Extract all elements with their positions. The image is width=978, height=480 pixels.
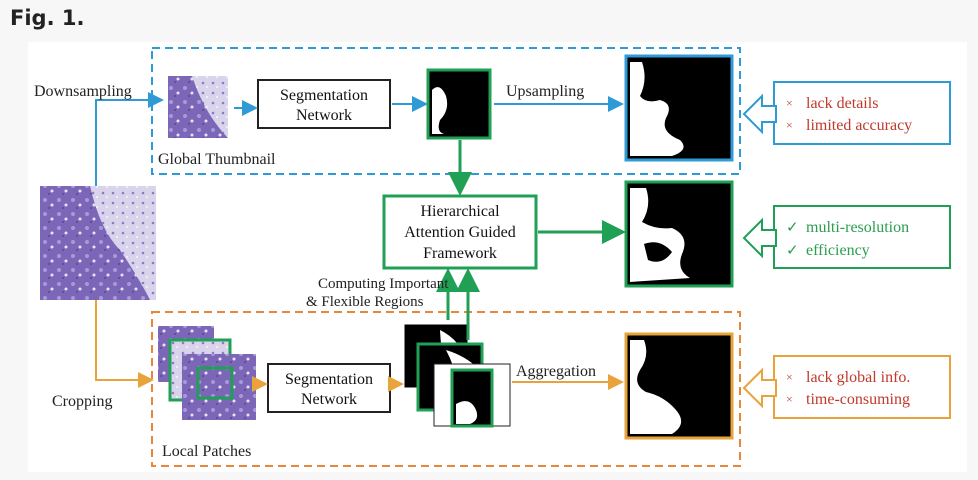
low-resolution-mask [426, 68, 492, 140]
note-bottom-text-2: time-consuming [806, 391, 910, 408]
note-middle-mark-1: ✓ [786, 220, 799, 236]
global-thumbnail-label: Global Thumbnail [158, 151, 276, 168]
hag-line1: Hierarchical [420, 203, 500, 220]
seg-bottom-line1: Segmentation [285, 371, 373, 388]
figure-label: Fig. 1. [10, 6, 85, 30]
region-masks-stack [403, 323, 511, 428]
segmentation-network-top-box [257, 79, 391, 129]
seg-top-line2: Network [296, 107, 352, 124]
seg-bottom-line2: Network [301, 391, 357, 408]
upsampling-label: Upsampling [506, 83, 584, 100]
cropping-label: Cropping [52, 393, 112, 410]
note-bottom-text-1: lack global info. [806, 369, 910, 386]
note-top-mark-1: × [786, 96, 793, 110]
local-patches-label: Local Patches [162, 443, 251, 460]
hag-line2: Attention Guided [404, 224, 516, 241]
input-slide-image [40, 186, 156, 300]
hag-line3: Framework [423, 245, 497, 262]
note-middle: ✓ multi-resolution ✓ efficiency [742, 205, 951, 269]
aggregation-label: Aggregation [516, 363, 596, 380]
note-middle-text-1: multi-resolution [806, 219, 909, 236]
local-patches-image [158, 326, 256, 420]
local-branch-region [151, 311, 741, 467]
cropping-arrow [95, 300, 154, 388]
note-top-text-2: limited accuracy [806, 117, 912, 134]
downsampling-arrow [95, 92, 164, 186]
seg-top-line1: Segmentation [280, 87, 368, 104]
note-bottom-mark-2: × [786, 392, 793, 406]
note-bottom-mark-1: × [786, 370, 793, 384]
computing-label-line2: & Flexible Regions [306, 294, 424, 310]
note-bottom: × lack global info. × time-consuming [742, 355, 951, 419]
global-branch-region [151, 47, 741, 175]
note-top-text-1: lack details [806, 95, 878, 112]
aggregated-mask [624, 332, 734, 440]
note-middle-text-2: efficiency [806, 242, 870, 259]
note-top-mark-2: × [786, 118, 793, 132]
note-top: × lack details × limited accuracy [742, 81, 951, 145]
global-thumbnail-image [168, 76, 228, 138]
downsampling-label: Downsampling [34, 83, 132, 100]
computing-label-line1: Computing Important [318, 276, 449, 292]
upsampled-mask [624, 54, 734, 162]
segmentation-network-bottom-box [267, 363, 391, 413]
note-middle-mark-2: ✓ [786, 243, 799, 259]
hag-result-mask [624, 180, 734, 288]
